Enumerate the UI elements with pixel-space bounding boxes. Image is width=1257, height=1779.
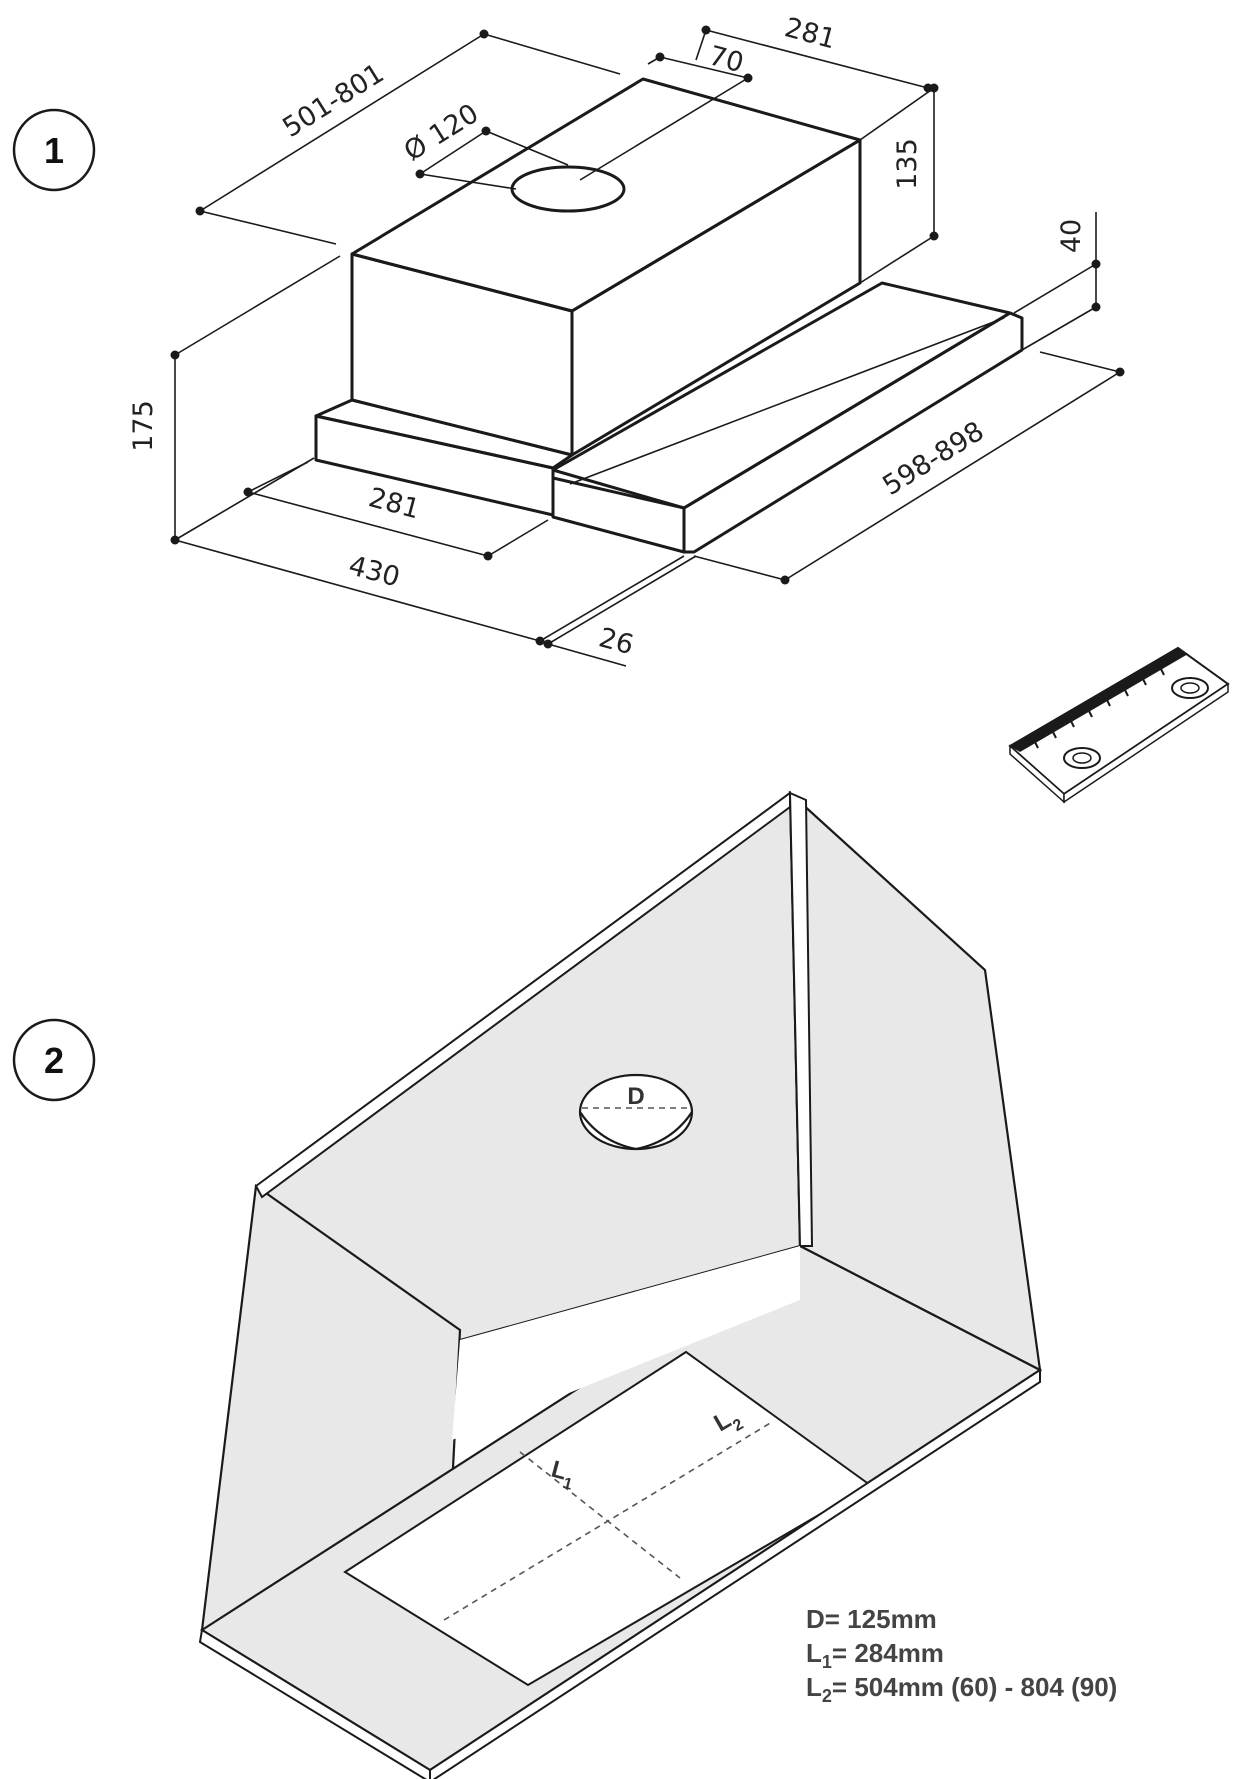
- step-2-number: 2: [44, 1040, 64, 1081]
- label-l1: L1: [547, 1456, 578, 1494]
- spec-l1-sub: 1: [822, 1652, 832, 1672]
- hood-box-side: [570, 138, 862, 457]
- dim-base-depth: 281: [365, 482, 423, 525]
- dim-front-lip: 26: [596, 622, 637, 661]
- spec-l2-sub: 2: [822, 1686, 832, 1706]
- dim-duct-offset: 70: [706, 40, 747, 79]
- dim-box-height: 135: [892, 138, 923, 190]
- hood-base-front: [314, 414, 555, 517]
- spec-l2: L2= 504mm (60) - 804 (90): [806, 1672, 1117, 1706]
- hood-box-top: [350, 77, 862, 313]
- cabinet-specs: D= 125mm L1= 284mm L2= 504mm (60) - 804 …: [806, 1604, 1117, 1706]
- step-1-number: 1: [44, 130, 64, 171]
- step-2-marker: 2: [12, 1018, 96, 1102]
- label-l1-main: L: [548, 1456, 569, 1486]
- dim-visor-height: 40: [1056, 219, 1087, 253]
- spec-l2-rest: = 504mm (60) - 804 (90): [832, 1672, 1117, 1702]
- dimension-lines: [170, 25, 1125, 667]
- spec-l2-prefix: L: [806, 1672, 822, 1702]
- dim-total-height: 175: [128, 400, 159, 452]
- hood-drawing: 281 70 501-801 Ø 120 135 40 175 598-898 …: [128, 12, 1125, 667]
- dim-width-range: 501-801: [277, 58, 389, 144]
- step-1-marker: 1: [12, 108, 96, 192]
- hood-base-top: [314, 398, 574, 470]
- mounting-template-icon: [1008, 646, 1230, 804]
- cabinet-drawing: D L1 L2: [198, 790, 1043, 1779]
- dim-top-depth: 281: [781, 12, 839, 55]
- label-duct-d: D: [627, 1083, 644, 1110]
- spec-l1: L1= 284mm: [806, 1638, 944, 1672]
- spec-d: D= 125mm: [806, 1604, 937, 1634]
- dim-duct-diameter: Ø 120: [399, 98, 484, 167]
- visor-top: [551, 281, 1012, 510]
- hood-box-front: [350, 252, 574, 457]
- duct-outlet: [510, 165, 626, 213]
- label-l1-sub: 1: [561, 1475, 574, 1494]
- spec-l1-prefix: L: [806, 1638, 822, 1668]
- dim-total-depth: 430: [345, 550, 403, 593]
- spec-l1-rest: = 284mm: [832, 1638, 944, 1668]
